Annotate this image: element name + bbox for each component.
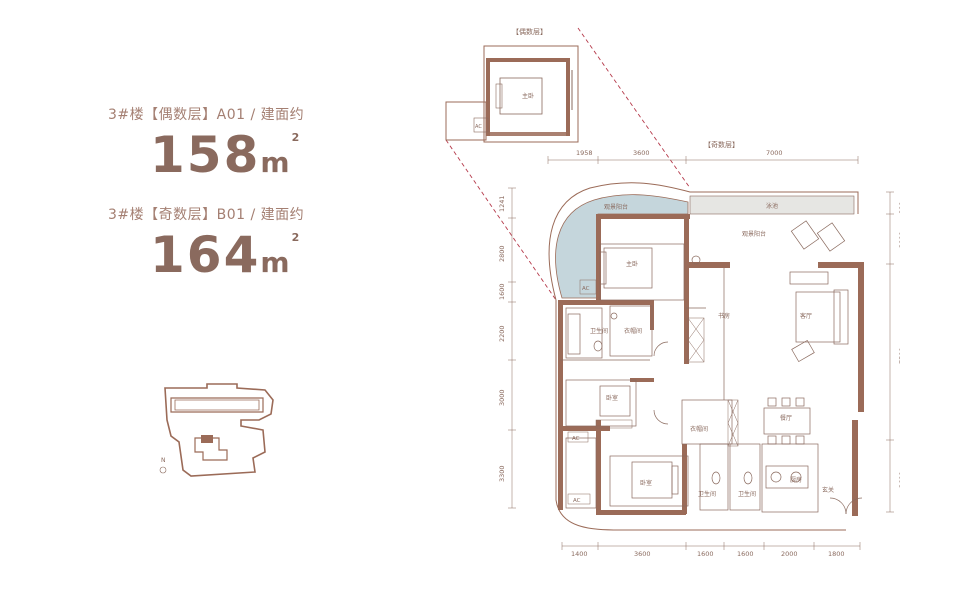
zoom-lines <box>445 27 691 301</box>
toilet-icon-2 <box>743 471 753 485</box>
outer-curve <box>548 182 859 301</box>
dim-top-1: 1958 <box>576 149 593 157</box>
floor-plan: 【偶数层】 主卧 AC 1958 3600 7000 <box>445 27 900 558</box>
dining-table-icon <box>763 407 811 435</box>
toilet-icon-3 <box>593 340 603 352</box>
odd-floor-title: 3#楼【奇数层】B01 / 建面约 <box>108 207 305 223</box>
north-icon <box>159 466 167 474</box>
dim-right-4: 2600 <box>898 471 900 488</box>
dim-left-5: 3000 <box>498 389 506 406</box>
furniture <box>593 220 863 515</box>
dim-bottom-1: 1400 <box>571 550 588 558</box>
room-bathroom-1: 卫生间 <box>590 327 608 335</box>
room-bedroom-2: 卧室 <box>606 394 618 402</box>
bed2-icon <box>599 385 631 417</box>
building-marker <box>201 435 213 443</box>
even-floor-tag: 【偶数层】 <box>512 27 547 36</box>
storage-cabinets <box>595 317 739 447</box>
dim-bottom-4: 1600 <box>737 550 754 558</box>
odd-area-value: 164 <box>150 226 261 284</box>
site-key-plan: N <box>159 383 274 477</box>
walls <box>558 214 864 516</box>
dim-left-6: 3300 <box>498 465 506 482</box>
dim-left-2: 2800 <box>498 245 506 262</box>
even-floor-title: 3#楼【偶数层】A01 / 建面约 <box>108 107 305 123</box>
room-entry: 玄关 <box>822 486 834 494</box>
pool-area <box>555 194 689 299</box>
bed-icon <box>499 77 543 115</box>
toilet-icon-1 <box>711 471 721 485</box>
dim-top-2: 3600 <box>633 149 650 157</box>
dim-right-1: 800 <box>898 202 900 214</box>
even-floor-inset: 【偶数层】 主卧 AC <box>445 27 579 143</box>
room-kitchen: 厨房 <box>790 476 802 484</box>
ac-label-4: AC <box>573 498 581 504</box>
ac-label-2: AC <box>582 286 590 292</box>
lounge-chair-icon-2 <box>816 222 846 252</box>
even-area-unit: m <box>260 146 292 179</box>
dim-left-3: 1600 <box>498 283 506 300</box>
even-area-value: 158 <box>150 126 261 184</box>
room-dining: 餐厅 <box>780 414 792 422</box>
lounge-chair-icon-1 <box>790 220 820 250</box>
dim-right-2: 2000 <box>898 231 900 248</box>
room-balcony-left: 观景阳台 <box>604 203 628 211</box>
even-area-unit-sup: 2 <box>291 131 302 144</box>
dimension-labels: 1958 3600 7000 【奇数层】 1400 3600 1600 1600… <box>571 140 845 558</box>
room-bathroom-3: 卫生间 <box>738 490 756 498</box>
inset-ac-label: AC <box>475 124 482 130</box>
even-floor-area: 158m2 <box>150 130 301 180</box>
room-closet-1: 衣帽间 <box>624 327 642 335</box>
balcony-planter <box>689 195 855 215</box>
room-master-bedroom: 主卧 <box>626 260 638 268</box>
dim-left-1: 1241 <box>498 195 506 212</box>
entry-door-swing <box>829 497 847 515</box>
stove-icon <box>765 465 809 489</box>
dim-left-4: 2200 <box>498 325 506 342</box>
dimension-lines <box>508 156 894 550</box>
sofa-icon <box>795 291 841 343</box>
dimension-labels-vertical: 1241 2800 1600 2200 3000 3300 800 2000 7… <box>498 195 900 488</box>
dim-bottom-2: 3600 <box>634 550 651 558</box>
armchair-icon <box>791 339 815 363</box>
north-label: N <box>161 457 166 464</box>
room-living: 客厅 <box>800 312 812 320</box>
dim-right-3: 7500 <box>898 347 900 364</box>
room-balcony-right: 观景阳台 <box>742 230 766 238</box>
dim-bottom-6: 1800 <box>828 550 845 558</box>
odd-floor-tag: 【奇数层】 <box>704 140 739 149</box>
odd-area-unit-sup: 2 <box>291 231 302 244</box>
room-pool: 泳池 <box>766 202 778 210</box>
inset-room-label: 主卧 <box>522 92 534 100</box>
room-closet-2: 衣帽间 <box>690 425 708 433</box>
dim-bottom-3: 1600 <box>697 550 714 558</box>
dim-top-3: 7000 <box>766 149 783 157</box>
master-bed-icon <box>603 247 653 289</box>
dim-bottom-5: 2000 <box>781 550 798 558</box>
room-bathroom-2: 卫生间 <box>698 490 716 498</box>
outer-bottom-curve <box>555 300 846 531</box>
ac-label-3: AC <box>572 436 580 442</box>
odd-floor-area: 164m2 <box>150 230 301 280</box>
odd-area-unit: m <box>260 246 292 279</box>
room-study: 书房 <box>718 312 730 320</box>
room-bedroom-3: 卧室 <box>640 479 652 487</box>
ac-units: AC AC AC <box>567 279 597 505</box>
